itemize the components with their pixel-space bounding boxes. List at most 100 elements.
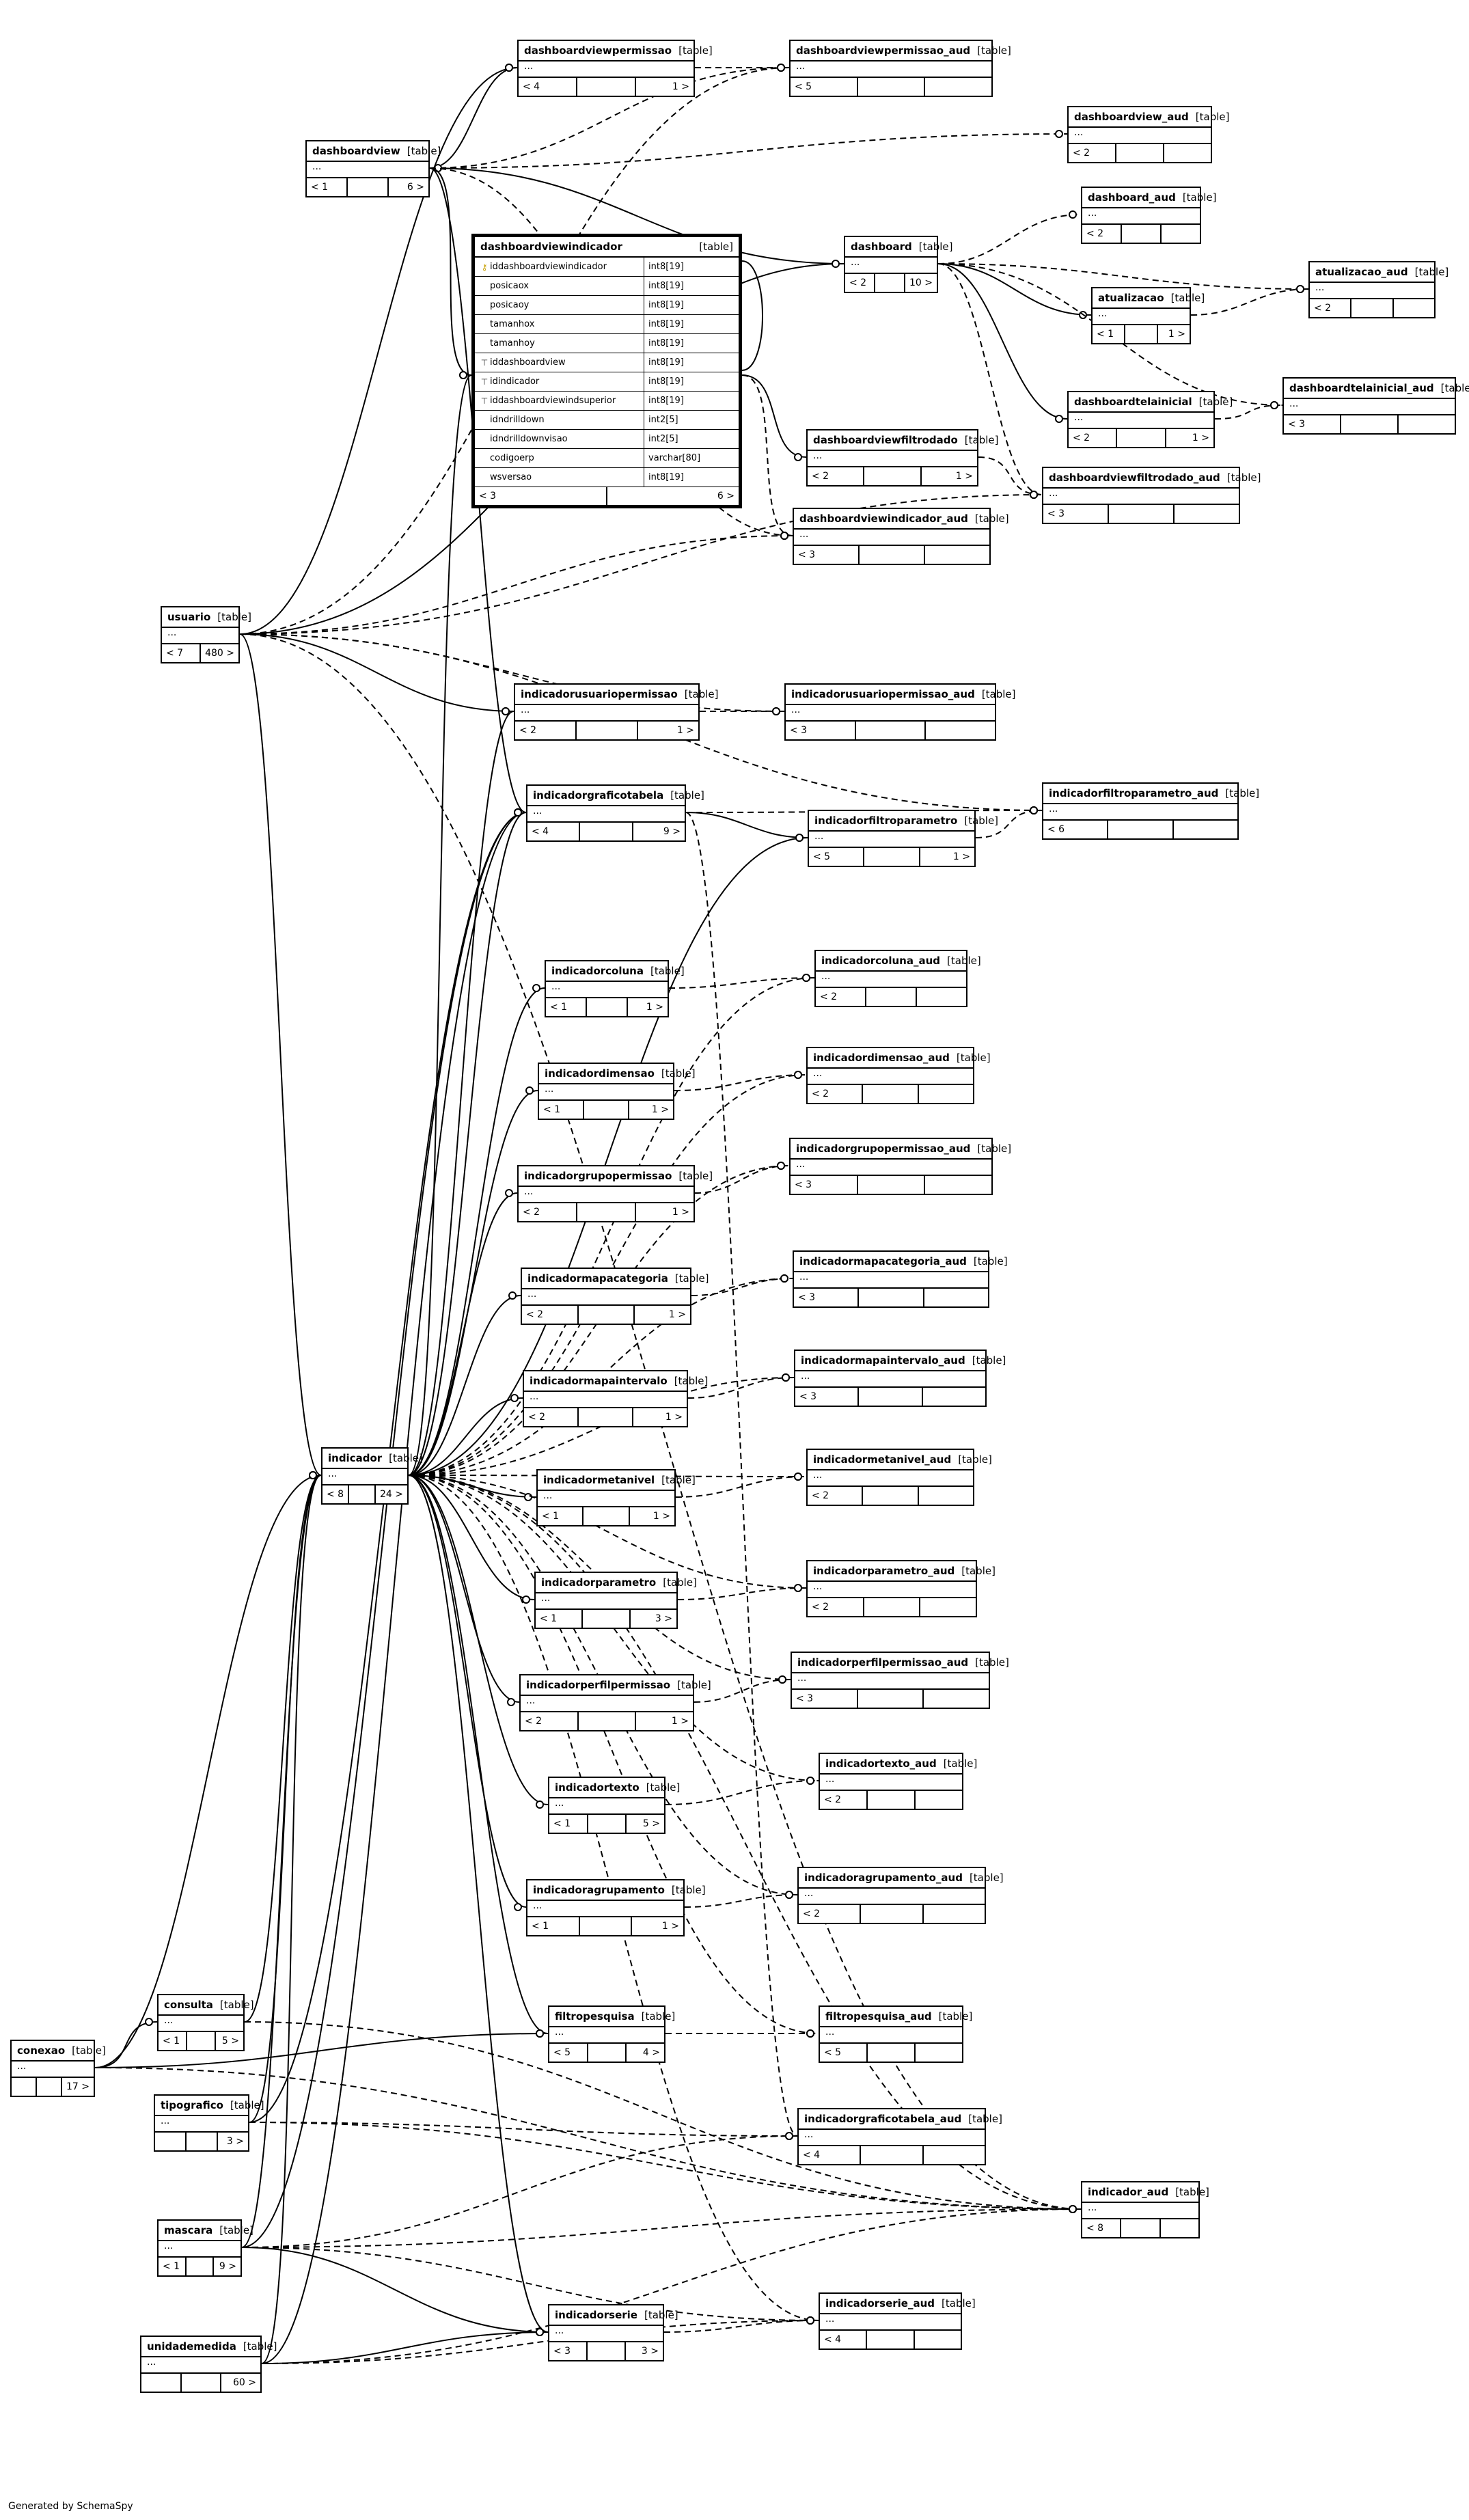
table-indicadorparametro_aud[interactable]: indicadorparametro_aud[table]...< 2 [806,1560,996,1617]
column-type: int8[19] [648,281,684,291]
crowfoot-icon [780,532,788,540]
table-name: indicadormetanivel_aud [813,1453,952,1466]
table-name: indicadormapaintervalo [530,1375,668,1387]
table-tag: [table] [646,1781,681,1794]
relationship-mascara-to-indicador_aud [241,2208,1082,2248]
table-indicadorfiltroparametro_aud[interactable]: indicadorfiltroparametro_aud[table]...< … [1042,782,1259,840]
collapsed-columns: ... [820,2027,962,2044]
crowfoot-icon [1055,415,1063,423]
relationship-usuario-to-indicador [239,633,322,1476]
table-atualizacao_aud[interactable]: atualizacao_aud[table]...< 2 [1308,261,1449,318]
table-indicadorgrupopermissao_aud[interactable]: indicadorgrupopermissao_aud[table]...< 3 [789,1138,1011,1195]
table-indicadorperfilpermissao_aud[interactable]: indicadorperfilpermissao_aud[table]...< … [791,1652,1009,1709]
children-count: 1 > [646,1002,663,1013]
table-header: dashboardviewindicador_aud[table] [794,509,1009,530]
table-indicadorgraficotabela_aud[interactable]: indicadorgraficotabela_aud[table]...< 4 [797,2108,1002,2165]
crowfoot-icon [785,2132,793,2140]
table-indicadordimensao_aud[interactable]: indicadordimensao_aud[table]...< 2 [806,1047,991,1104]
table-indicadorusuariopermissao_aud[interactable]: indicadorusuariopermissao_aud[table]...<… [784,683,1016,741]
collapsed-columns: ... [1310,283,1434,299]
collapsed-columns: ... [1069,128,1211,144]
parents-count: < 2 [799,1905,862,1923]
table-indicadortexto_aud[interactable]: indicadortexto_aud[table]...< 2 [819,1753,977,1810]
relationship-indicador-to-indicadorserie_aud [408,1475,819,2321]
table-footer: < 2 [1069,144,1211,162]
table-name: indicadormapacategoria [527,1272,668,1285]
rows-cell [858,1690,924,1708]
table-dashboardview_aud[interactable]: dashboardview_aud[table]...< 2 [1067,106,1229,163]
parents-count: < 2 [845,274,875,292]
table-indicadormapaintervalo_aud[interactable]: indicadormapaintervalo_aud[table]...< 3 [794,1350,1006,1407]
parents-count: < 1 [307,178,348,196]
table-unidademedida[interactable]: unidademedida[table]...60 > [140,2336,277,2393]
table-name: indicadorserie [555,2309,637,2321]
table-dashboardviewindicador[interactable]: dashboardviewindicador [table] ⚷iddashbo… [471,234,742,508]
relationship-usuario-to-indicador_aud [239,633,1082,2210]
children-count: 1 > [952,851,970,862]
relationship-conexao-to-indicador [94,1475,322,2068]
table-name: indicadormetanivel [543,1474,655,1486]
table-tag: [table] [918,241,953,253]
table-tipografico[interactable]: tipografico[table]...3 > [154,2094,264,2152]
table-indicadormetanivel_aud[interactable]: indicadormetanivel_aud[table]...< 2 [806,1449,992,1506]
table-indicadoragrupamento_aud[interactable]: indicadoragrupamento_aud[table]...< 2 [797,1867,1004,1924]
column-type: int8[19] [648,300,684,310]
table-header: indicador[table] [322,1449,423,1469]
table-tag: [table] [942,2297,976,2310]
table-dashboardviewindicador_aud[interactable]: dashboardviewindicador_aud[table]...< 3 [793,508,1009,565]
crowfoot-icon [794,1473,802,1481]
relationship-unidademedida-to-indicadorserie [261,2331,549,2364]
table-tag: [table] [678,44,713,57]
table-dashboardviewfiltrodado_aud[interactable]: dashboardviewfiltrodado_aud[table]...< 3 [1042,467,1261,524]
children-count: 9 > [219,2261,237,2272]
table-dashboardviewpermissao_aud[interactable]: dashboardviewpermissao_aud[table]...< 5 [789,40,1011,97]
table-dashboardtelainicial_aud[interactable]: dashboardtelainicial_aud[table]...< 3 [1282,377,1469,435]
collapsed-columns: ... [791,61,991,78]
children-count: 3 > [641,2346,659,2357]
collapsed-columns: ... [794,530,989,546]
children-count [1161,2219,1198,2237]
table-name: indicadorperfilpermissao [526,1679,671,1691]
table-indicadorserie_aud[interactable]: indicadorserie_aud[table]...< 4 [819,2292,976,2350]
table-indicadormapacategoria_aud[interactable]: indicadormapacategoria_aud[table]...< 3 [793,1250,1008,1308]
crowfoot-icon [795,834,804,842]
children-count [924,1690,989,1708]
table-indicador_aud[interactable]: indicador_aud[table]...< 8 [1081,2181,1209,2238]
rows-cell [863,1487,919,1505]
rows-cell [858,1176,926,1194]
table-name: dashboardtelainicial_aud [1289,382,1434,394]
table-dashboard_aud[interactable]: dashboard_aud[table]...< 2 [1081,187,1217,244]
table-indicadorcoluna_aud[interactable]: indicadorcoluna_aud[table]...< 2 [814,950,981,1007]
table-conexao[interactable]: conexao[table]...17 > [10,2040,106,2097]
table-filtropesquisa_aud[interactable]: filtropesquisa_aud[table]...< 5 [819,2005,972,2063]
rows-cell [187,2258,215,2275]
relationship-indicador-to-indicadortexto [408,1475,549,1805]
